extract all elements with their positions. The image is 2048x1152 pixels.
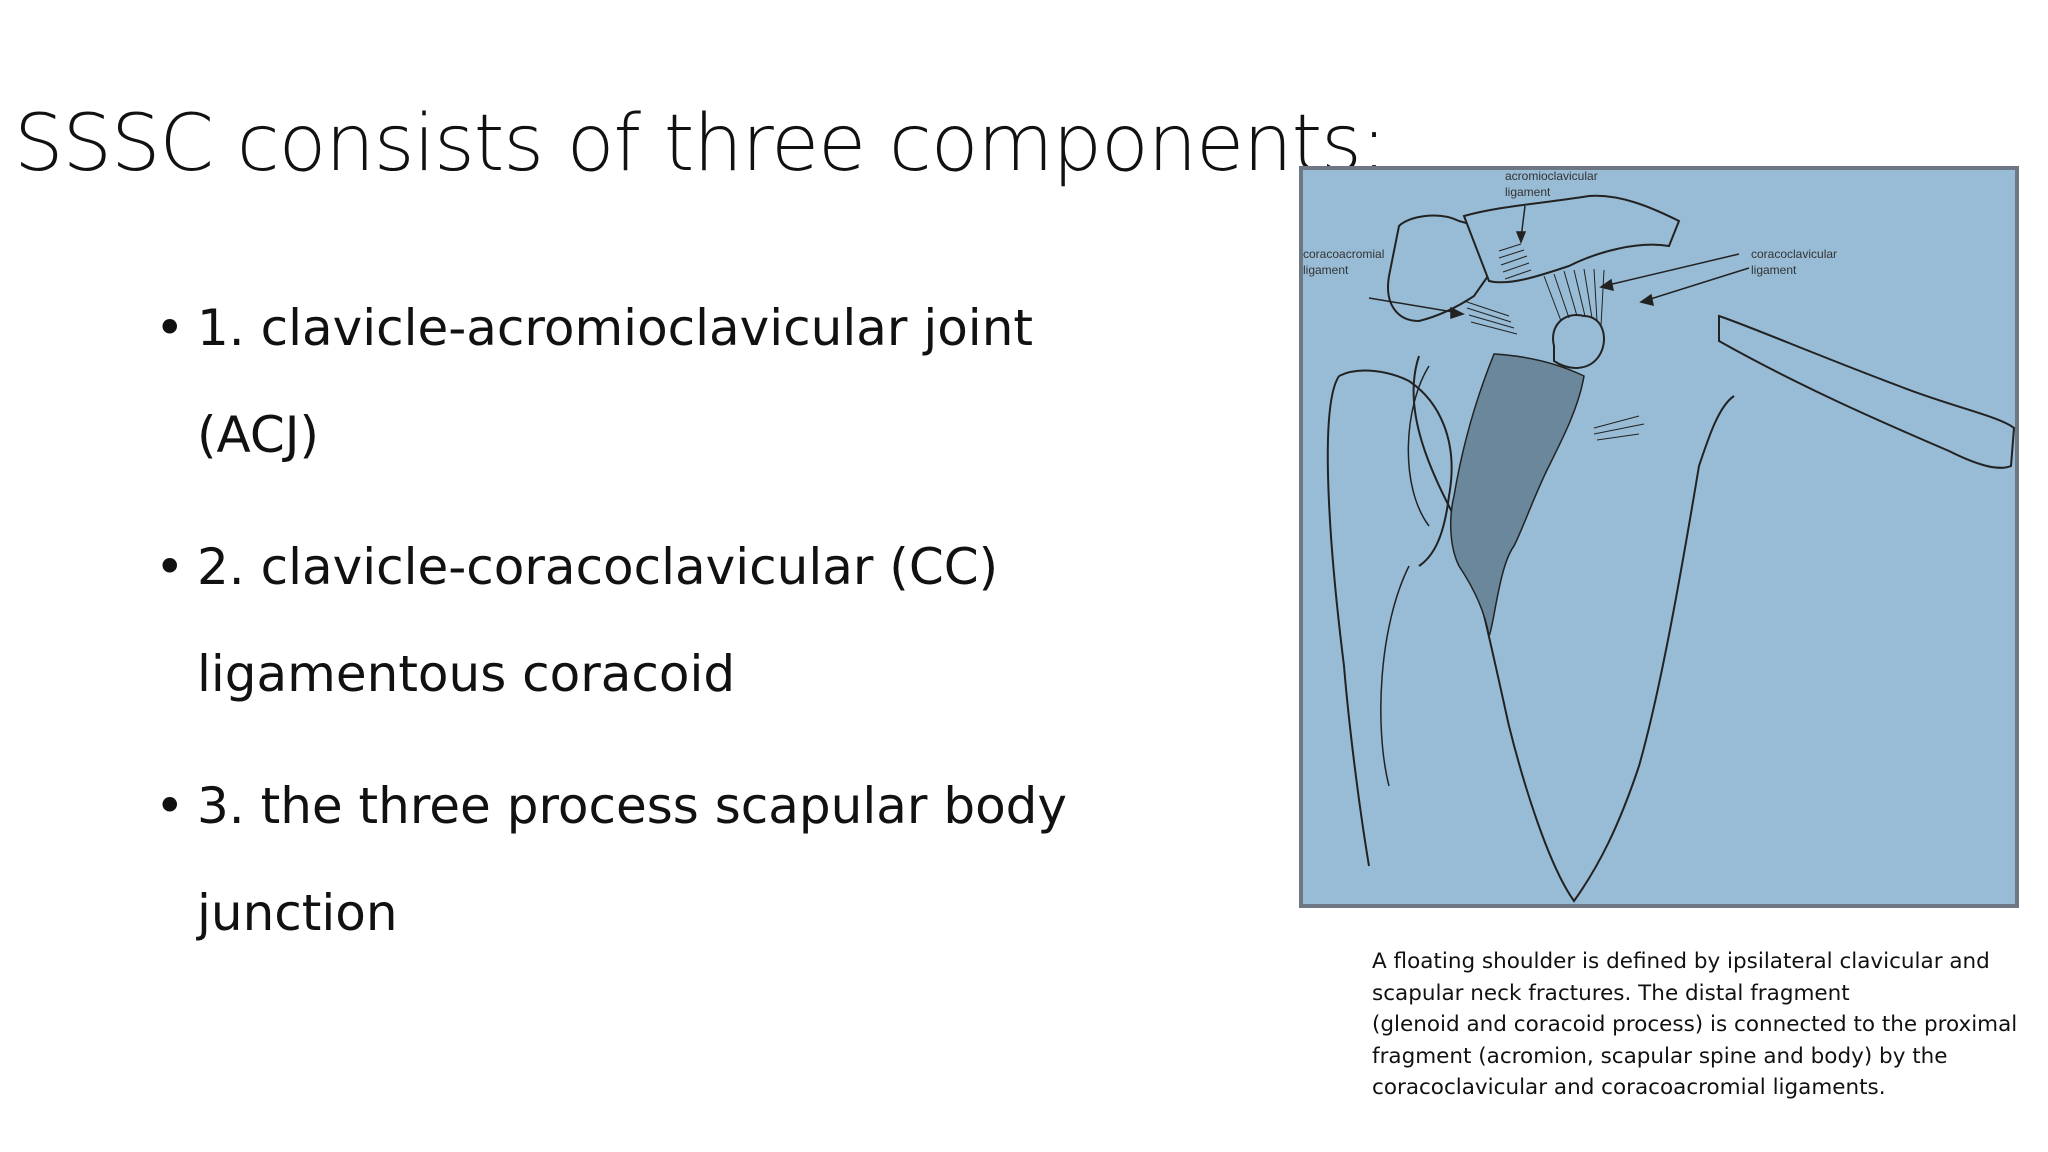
acromioclavicular-label-line2: ligament xyxy=(1505,185,1551,199)
scapula-lateral-border xyxy=(1380,565,1410,787)
bullet-item-3: • 3. the three process scapular body jun… xyxy=(155,753,1155,967)
bullet-text-continued: junction xyxy=(197,884,398,942)
coracoclavicular-label-line1: coracoclavicular xyxy=(1751,247,1837,261)
bullet-item-1: • 1. clavicle-acromioclavicular joint (A… xyxy=(155,275,1155,489)
caption-line: coracoclavicular and coracoacromial liga… xyxy=(1372,1075,1886,1100)
coracoclavicular-label-line2: ligament xyxy=(1751,263,1797,277)
clavicle-distal xyxy=(1462,194,1681,284)
fracture-lines xyxy=(1593,415,1645,441)
shoulder-anatomy-figure: acromioclavicular ligament coracoacromia… xyxy=(1299,166,2019,908)
acromioclavicular-label-line1: acromioclavicular xyxy=(1505,169,1598,183)
caption-line: fragment (acromion, scapular spine and b… xyxy=(1372,1043,1948,1069)
coracoacromial-ligament-fibers xyxy=(1463,300,1518,335)
shaded-fragment xyxy=(1449,353,1585,639)
bullet-list: • 1. clavicle-acromioclavicular joint (A… xyxy=(155,275,1155,992)
label-arrows xyxy=(1368,205,1750,320)
slide-title: SSSC consists of three components: xyxy=(14,99,1387,189)
bullet-text: 2. clavicle-coracoclavicular (CC) xyxy=(197,538,999,596)
bullet-dot: • xyxy=(155,538,185,596)
coracoacromial-label-line2: ligament xyxy=(1303,263,1349,277)
acromioclavicular-ligament-fibers xyxy=(1498,243,1532,280)
shoulder-diagram: acromioclavicular ligament coracoacromia… xyxy=(1299,166,2019,908)
caption-line: scapular neck fractures. The distal frag… xyxy=(1372,980,1850,1006)
bullet-dot: • xyxy=(155,299,185,357)
bullet-text-continued: ligamentous coracoid xyxy=(197,645,736,703)
coracoid-process xyxy=(1552,314,1605,369)
bullet-dot: • xyxy=(155,777,185,835)
bullet-item-2: • 2. clavicle-coracoclavicular (CC) liga… xyxy=(155,514,1155,728)
coracoclavicular-ligament-fibers xyxy=(1543,268,1605,327)
humeral-head-outline xyxy=(1407,365,1430,527)
clavicle-proximal xyxy=(1718,314,2016,469)
glenoid-outline xyxy=(1338,369,1453,567)
bullet-text: 3. the three process scapular body xyxy=(197,777,1067,835)
coracoacromial-label-line1: coracoacromial xyxy=(1303,247,1384,261)
caption-line: (glenoid and coracoid process) is connec… xyxy=(1372,1012,2018,1037)
caption-line: A floating shoulder is defined by ipsila… xyxy=(1372,949,1990,974)
figure-caption: A floating shoulder is defined by ipsila… xyxy=(1372,946,2022,1104)
bullet-text: 1. clavicle-acromioclavicular joint (ACJ… xyxy=(197,299,1033,464)
